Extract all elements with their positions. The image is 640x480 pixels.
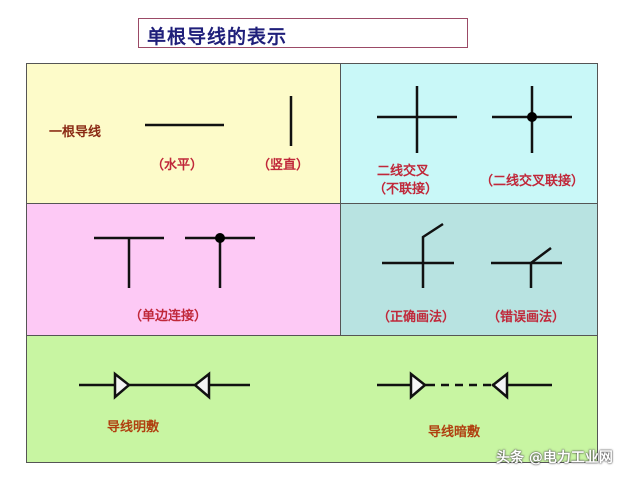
exposed-label: 导线明敷 xyxy=(107,420,160,435)
wrong-method-label: （错误画法） xyxy=(487,310,566,325)
no-connect-label-2: （不联接） xyxy=(373,182,439,197)
tee-label: （单边连接） xyxy=(129,309,208,324)
drawing-symbols xyxy=(382,222,562,288)
panel-tee: （单边连接） xyxy=(26,203,341,336)
horizontal-label: （水平） xyxy=(151,158,204,173)
title-box: 单根导线的表示 xyxy=(138,18,468,48)
correct-method-label: （正确画法） xyxy=(377,310,456,325)
vertical-label: （竖直） xyxy=(257,158,310,173)
watermark: 头条 @电力工业网 xyxy=(496,450,613,466)
single-wire-label: 一根导线 xyxy=(49,125,102,140)
no-connect-label-1: 二线交叉 xyxy=(377,164,430,179)
crossing-symbols xyxy=(377,86,572,153)
tee-symbols xyxy=(94,233,255,288)
single-wire-symbols xyxy=(145,96,293,146)
connected-label: （二线交叉联接） xyxy=(480,174,585,189)
panel-single-wire: 一根导线 （水平） （竖直） xyxy=(26,63,341,204)
concealed-label: 导线暗敷 xyxy=(428,425,481,440)
laying-symbols xyxy=(79,371,552,400)
panel-drawing-method: （正确画法） （错误画法） xyxy=(340,203,598,336)
panel-crossing: 二线交叉 （不联接） （二线交叉联接） xyxy=(340,63,598,204)
panel-laying: 导线明敷 导线暗敷 xyxy=(26,335,598,463)
page-title: 单根导线的表示 xyxy=(147,26,288,48)
